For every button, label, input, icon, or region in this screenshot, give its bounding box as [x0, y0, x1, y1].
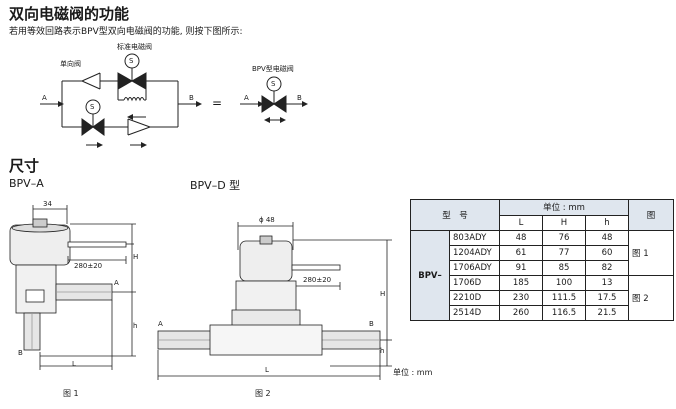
label-standard-solenoid: 标准电磁阀 [117, 43, 152, 51]
fig1-port-b: B [18, 349, 23, 357]
arrow-icon [258, 101, 264, 107]
fig2-port-b: B [369, 320, 374, 328]
model-a-label: BPV–A [9, 177, 44, 190]
cell-h: 21.5 [585, 305, 629, 321]
arrow-icon [196, 101, 202, 107]
cell-H: 111.5 [542, 290, 586, 306]
table-header-row: 型 号 单位 : mm 图 [410, 199, 674, 231]
header-H: H [542, 214, 586, 231]
fig1-dim-l: L [72, 360, 76, 368]
cell-l: 230 [499, 290, 543, 306]
s-symbol: S [129, 57, 134, 65]
fig2-caption: 图 2 [255, 389, 271, 398]
table-row: 2514D 260 116.5 21.5 [411, 305, 674, 321]
cell-H: 76 [542, 230, 586, 246]
fig1-port-a: A [114, 279, 119, 287]
cell-l: 185 [499, 275, 543, 291]
unit-note: 单位 : mm [393, 368, 433, 377]
fig2-port-a: A [158, 320, 163, 328]
arrow-icon [141, 142, 147, 148]
cell-fig-group2: 图 2 [628, 275, 674, 321]
model-d-label: BPV–D 型 [190, 179, 241, 192]
cell-model: 2514D [449, 305, 500, 321]
fig1-dim-h-upper: H [133, 253, 139, 261]
cell-l: 260 [499, 305, 543, 321]
cell-l: 48 [499, 230, 543, 246]
cell-H: 85 [542, 260, 586, 276]
fig1-dim-cable: 280±20 [74, 262, 103, 270]
cell-l: 61 [499, 245, 543, 261]
label-bpv-solenoid: BPV型电磁阀 [252, 65, 294, 73]
cell-H: 77 [542, 245, 586, 261]
fig1-dim-h-lower: h [133, 322, 138, 330]
fig2-dim-phi: ϕ 48 [259, 216, 275, 224]
arrow-icon [264, 117, 270, 123]
section-title-dimensions: 尺寸 [9, 157, 40, 175]
fig2-dim-l: L [265, 366, 269, 374]
solenoid-valve-bottom-icon [81, 99, 105, 136]
port-a-label: A [42, 94, 47, 102]
header-model: 型 号 [410, 199, 500, 231]
section-title-function: 双向电磁阀的功能 [9, 5, 130, 23]
function-description: 若用等效回路表示BPV型双向电磁阀的功能, 则按下图所示: [9, 27, 243, 37]
check-valve-top-icon [81, 72, 101, 90]
port-b-label: B [297, 94, 302, 102]
label-check-valve: 单向阀 [60, 60, 81, 68]
cell-model: 1706D [449, 275, 500, 291]
cell-h: 13 [585, 275, 629, 291]
equals-sign: = [212, 96, 223, 110]
model-prefix: BPV– [410, 230, 450, 321]
fig1-dim-top: 34 [43, 200, 52, 208]
arrow-icon [58, 101, 64, 107]
table-subheader-row: L H h [411, 214, 674, 231]
cell-model: 803ADY [449, 230, 500, 246]
cell-fig-group1: 图 1 [628, 230, 674, 276]
cell-h: 60 [585, 245, 629, 261]
cell-H: 116.5 [542, 305, 586, 321]
cell-model: 2210D [449, 290, 500, 306]
arrow-icon [97, 142, 103, 148]
arrow-icon [302, 101, 308, 107]
spec-table: 型 号 单位 : mm 图 L H h BPV– 803ADY 48 76 48… [410, 199, 674, 321]
cell-l: 91 [499, 260, 543, 276]
s-symbol: S [271, 80, 276, 88]
fig1-caption: 图 1 [63, 389, 79, 398]
cell-h: 82 [585, 260, 629, 276]
port-a-label: A [244, 94, 249, 102]
table-row: BPV– 803ADY 48 76 48 图 1 [410, 230, 674, 321]
arrow-icon [280, 117, 286, 123]
cell-h: 17.5 [585, 290, 629, 306]
bpv-valve-icon [261, 76, 287, 113]
header-unit: 单位 : mm [499, 199, 629, 216]
cell-model: 1204ADY [449, 245, 500, 261]
fig2-dim-h-upper: H [380, 290, 386, 298]
solenoid-valve-top-icon [117, 53, 147, 102]
cell-model: 1706ADY [449, 260, 500, 276]
header-l: L [499, 214, 543, 231]
cell-H: 100 [542, 275, 586, 291]
table-row: 1706ADY 91 85 82 [411, 260, 674, 276]
table-row: 1706D 185 100 13 图 2 [411, 275, 674, 321]
header-fig: 图 [628, 199, 674, 231]
header-h: h [585, 214, 629, 231]
fig2-dim-h-lower: h [380, 347, 385, 355]
arrow-icon [127, 114, 133, 120]
cell-h: 48 [585, 230, 629, 246]
fig2-dim-cable: 280±20 [303, 276, 332, 284]
s-symbol: S [90, 103, 95, 111]
port-b-label: B [189, 94, 194, 102]
check-valve-bottom-icon [127, 118, 151, 136]
